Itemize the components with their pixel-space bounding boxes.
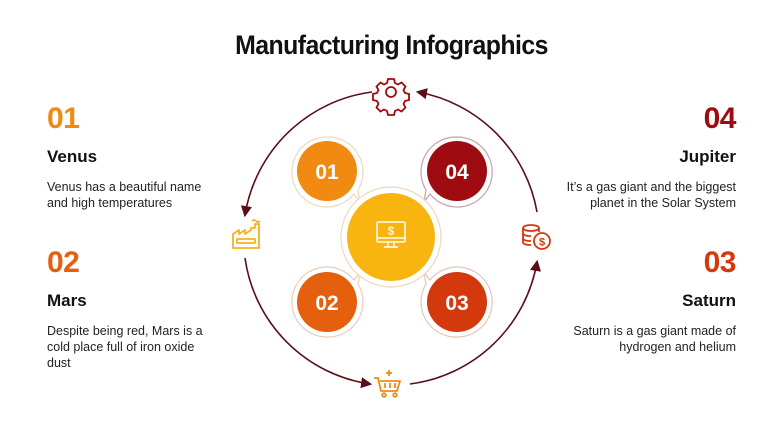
step-01-block: 01 Venus Venus has a beautiful name and …: [47, 103, 217, 211]
factory-icon: [232, 219, 261, 249]
step-01-title: Venus: [47, 147, 98, 166]
step-04-description: It’s a gas giant and the biggest planet …: [566, 180, 736, 210]
step-02-title: Mars: [47, 291, 87, 310]
center-hub: $: [340, 186, 442, 288]
step-02-block: 02 Mars Despite being red, Mars is a col…: [47, 247, 217, 371]
step-03-title: Saturn: [682, 291, 736, 310]
arrow-cart-to-coins: [409, 259, 542, 385]
arrow-coins-to-gear: [415, 88, 538, 213]
page-title: Manufacturing Infographics: [235, 30, 548, 60]
monitor-dollar-icon: $: [376, 221, 406, 248]
shopping-cart-icon: [374, 370, 401, 398]
step-03-block: 03 Saturn Saturn is a gas giant made of …: [566, 247, 736, 355]
step-02-description: Despite being red, Mars is a cold place …: [47, 324, 203, 370]
step-01-number: 01: [47, 102, 80, 135]
svg-text:$: $: [388, 224, 395, 238]
gear-icon: [372, 78, 410, 116]
step-03-number: 03: [703, 246, 737, 279]
bubble-04-number: 04: [445, 161, 469, 184]
bubble-02-number: 02: [315, 292, 338, 315]
step-02-number: 02: [47, 246, 80, 279]
cycle-arrows: [240, 88, 542, 389]
step-03-description: Saturn is a gas giant made of hydrogen a…: [573, 324, 736, 354]
arrow-factory-to-cart: [244, 257, 373, 389]
bubble-step-03[interactable]: 03: [420, 266, 493, 338]
step-04-title: Jupiter: [679, 147, 736, 166]
bubble-03-number: 03: [445, 292, 468, 315]
step-04-block: 04 Jupiter It’s a gas giant and the bigg…: [566, 102, 737, 211]
step-04-number: 04: [703, 102, 737, 135]
arrow-gear-to-factory: [240, 91, 373, 218]
bubble-step-01[interactable]: 01: [291, 136, 364, 208]
bubble-step-04[interactable]: 04: [420, 136, 493, 208]
step-01-description: Venus has a beautiful name and high temp…: [47, 180, 202, 210]
bubble-step-02[interactable]: 02: [291, 266, 364, 338]
bubble-01-number: 01: [315, 161, 339, 184]
coins-icon: $: [522, 224, 551, 250]
svg-text:$: $: [539, 237, 545, 249]
